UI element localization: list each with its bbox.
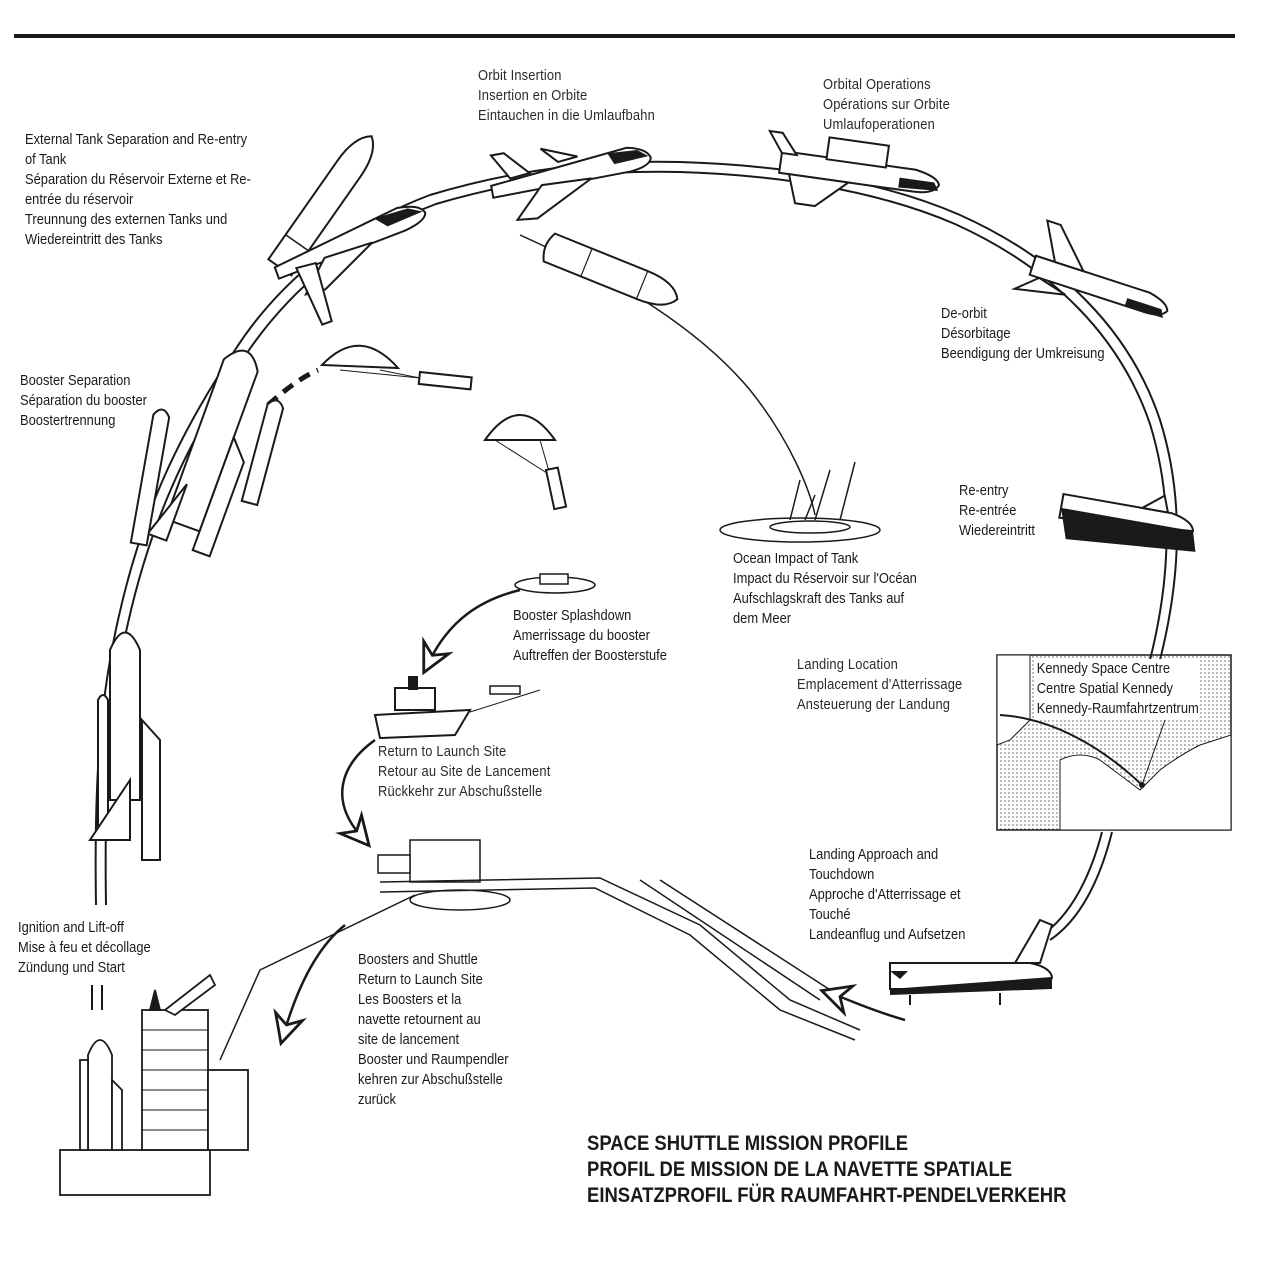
boosters-return-l8: zurück [358, 1091, 397, 1108]
tank-separation-l3: Séparation du Réservoir Externe et Re- [25, 171, 251, 188]
label-reentry: Re-entry Re-entrée Wiedereintritt [959, 481, 1035, 541]
tank-separation-group [266, 135, 427, 326]
landing-location-en: Landing Location [797, 656, 899, 673]
booster-splashdown-en: Booster Splashdown [513, 607, 632, 624]
launch-site-facilities [219, 839, 861, 1061]
booster-separation-fr: Séparation du booster [20, 392, 147, 409]
deorbit-en: De-orbit [941, 305, 987, 322]
boosters-return-l2: Return to Launch Site [358, 971, 483, 988]
top-rule [14, 34, 1235, 38]
recovery-ship [373, 676, 541, 740]
orbit-insertion-en: Orbit Insertion [478, 67, 562, 84]
orbit-insertion-fr: Insertion en Orbite [478, 87, 588, 104]
tank-separation-l2: of Tank [25, 151, 67, 168]
return-launch-site-de: Rückkehr zur Abschußstelle [378, 783, 543, 800]
arrow-landing-approach [835, 995, 906, 1022]
tank-fall-path [519, 234, 816, 516]
arrow-splashdown-to-ship [430, 588, 521, 660]
label-ocean-impact: Ocean Impact of Tank Impact du Réservoir… [733, 549, 917, 629]
reentry-de: Wiedereintritt [959, 522, 1035, 539]
landing-location-de: Ansteuerung der Landung [797, 696, 951, 713]
tank-separation-l5: Treunnung des externen Tanks und [25, 211, 228, 228]
arrow-boosters-return [285, 924, 346, 1030]
liftoff-stack [88, 631, 161, 861]
title-fr: PROFIL DE MISSION DE LA NAVETTE SPATIALE [587, 1158, 1013, 1181]
tank-separation-l4: entrée du réservoir [25, 191, 134, 208]
arrow-return-launch [342, 738, 376, 835]
shuttle-orbit-insertion [489, 146, 652, 221]
ocean-splash [719, 461, 881, 543]
reentry-en: Re-entry [959, 482, 1009, 499]
falling-tank [542, 232, 679, 306]
title-de: EINSATZPROFIL FÜR RAUMFAHRT-PENDELVERKEH… [587, 1184, 1067, 1207]
parachute-booster-1 [319, 344, 473, 391]
label-booster-splashdown: Booster Splashdown Amerrissage du booste… [513, 606, 667, 666]
label-orbital-operations: Orbital Operations Opérations sur Orbite… [823, 75, 950, 135]
tank-separation-l6: Wiedereintritt des Tanks [25, 231, 163, 248]
shuttle-reentry [1058, 492, 1196, 552]
landing-approach-l2: Touchdown [809, 866, 875, 883]
boosters-return-l5: site de lancement [358, 1031, 460, 1048]
shuttle-landing [889, 918, 1054, 1005]
deorbit-de: Beendigung der Umkreisung [941, 345, 1105, 362]
boosters-return-l3: Les Boosters et la [358, 991, 462, 1008]
ignition-fr: Mise à feu et décollage [18, 939, 151, 956]
orbital-operations-en: Orbital Operations [823, 76, 931, 93]
label-tank-separation: External Tank Separation and Re-entry of… [25, 130, 251, 250]
booster-separation-stack [129, 349, 285, 558]
orbit-insertion-de: Eintauchen in die Umlaufbahn [478, 107, 655, 124]
return-launch-site-en: Return to Launch Site [378, 743, 507, 760]
boosters-return-l4: navette retournent au [358, 1011, 481, 1028]
booster-separation-de: Boostertrennung [20, 412, 116, 429]
kennedy-fr: Centre Spatial Kennedy [1036, 680, 1173, 697]
label-landing-approach: Landing Approach and Touchdown Approche … [809, 845, 965, 945]
landing-approach-l5: Landeanflug und Aufsetzen [809, 926, 966, 943]
landing-approach-l1: Landing Approach and [809, 846, 939, 863]
boosters-return-l7: kehren zur Abschußstelle [358, 1071, 503, 1088]
ocean-impact-l2: Impact du Réservoir sur l'Océan [733, 570, 917, 587]
booster-splashdown [514, 573, 596, 594]
landing-location-fr: Emplacement d'Atterrissage [797, 676, 963, 693]
return-launch-site-fr: Retour au Site de Lancement [378, 763, 551, 780]
reentry-fr: Re-entrée [959, 502, 1017, 519]
booster-separation-en: Booster Separation [20, 372, 131, 389]
label-boosters-shuttle-return: Boosters and Shuttle Return to Launch Si… [358, 950, 509, 1110]
label-deorbit: De-orbit Désorbitage Beendigung der Umkr… [941, 304, 1105, 364]
label-return-launch-site: Return to Launch Site Retour au Site de … [378, 742, 550, 802]
landing-approach-l3: Approche d'Atterrissage et [809, 886, 961, 903]
ocean-impact-l4: dem Meer [733, 610, 792, 627]
kennedy-de: Kennedy-Raumfahrtzentrum [1036, 700, 1199, 717]
booster-splashdown-de: Auftreffen der Boosterstufe [513, 647, 667, 664]
diagram-title: SPACE SHUTTLE MISSION PROFILE PROFIL DE … [587, 1131, 1066, 1209]
ascent-trail [91, 985, 103, 1010]
shuttle-orbital-ops [767, 129, 940, 208]
booster-splashdown-fr: Amerrissage du booster [513, 627, 650, 644]
boosters-return-l6: Booster und Raumpendler [358, 1051, 509, 1068]
launch-pad [59, 973, 249, 1196]
ocean-impact-l3: Aufschlagskraft des Tanks auf [733, 590, 905, 607]
parachute-booster-2 [483, 414, 568, 511]
tank-separation-l1: External Tank Separation and Re-entry [25, 131, 248, 148]
ignition-de: Zündung und Start [18, 959, 125, 976]
label-orbit-insertion: Orbit Insertion Insertion en Orbite Eint… [478, 66, 655, 126]
landing-approach-l4: Touché [809, 906, 851, 923]
kennedy-en: Kennedy Space Centre [1036, 660, 1171, 677]
ignition-en: Ignition and Lift-off [18, 919, 124, 936]
title-en: SPACE SHUTTLE MISSION PROFILE [587, 1132, 909, 1155]
orbital-operations-de: Umlaufoperationen [823, 116, 935, 133]
label-landing-location: Landing Location Emplacement d'Atterriss… [797, 655, 962, 715]
label-booster-separation: Booster Separation Séparation du booster… [20, 371, 147, 431]
label-kennedy: Kennedy Space Centre Centre Spatial Kenn… [1035, 659, 1201, 719]
ocean-impact-l1: Ocean Impact of Tank [733, 550, 859, 567]
shuttle-deorbit [1010, 219, 1169, 319]
orbital-operations-fr: Opérations sur Orbite [823, 96, 950, 113]
label-ignition: Ignition and Lift-off Mise à feu et déco… [18, 918, 151, 978]
deorbit-fr: Désorbitage [941, 325, 1011, 342]
boosters-return-l1: Boosters and Shuttle [358, 951, 478, 968]
